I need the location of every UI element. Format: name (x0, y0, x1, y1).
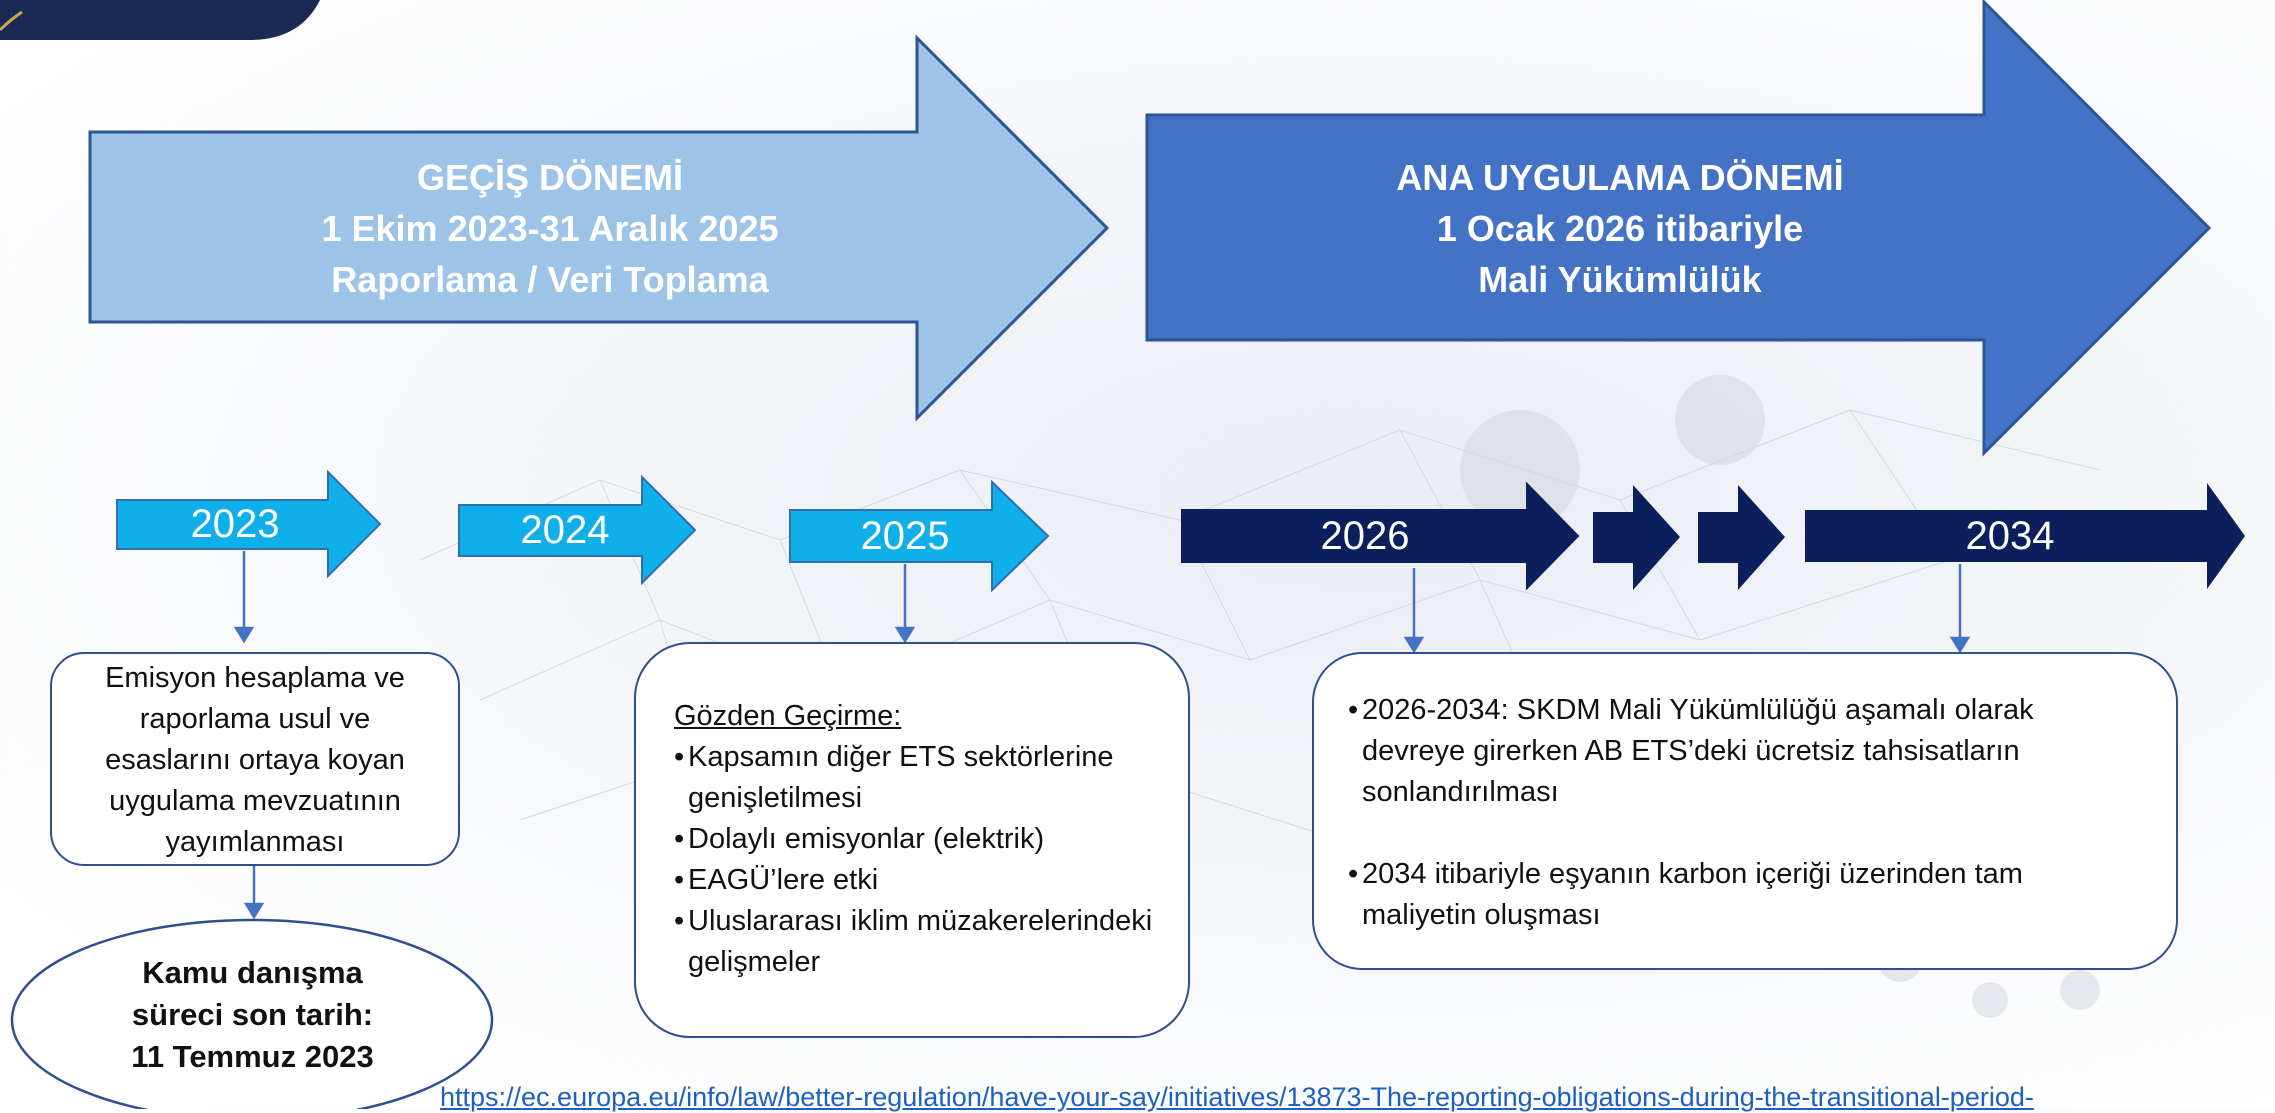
box-2023-legislation: Emisyon hesaplama ve raporlama usul ve e… (50, 652, 460, 866)
consultation-ellipse (10, 918, 494, 1109)
year-arrow-2026 (1181, 481, 1580, 591)
review-list: Kapsamın diğer ETS sektörlerine genişlet… (674, 737, 1158, 983)
transition-period-subtitle: Raporlama / Veri Toplama (331, 259, 769, 300)
consultation-text: Kamu danışma süreci son tarih: 11 Temmuz… (60, 952, 445, 1078)
year-arrow-2023 (116, 469, 382, 579)
transition-period-label: GEÇİŞ DÖNEMİ 1 Ekim 2023-31 Aralık 2025 … (150, 152, 950, 305)
intermediate-arrow-2 (1698, 485, 1785, 590)
box-2023-line: esaslarını ortaya koyan (105, 744, 405, 776)
year-label-2034: 2034 (1965, 514, 2055, 558)
list-item: Uluslararası iklim müzakerelerindeki gel… (674, 901, 1158, 983)
obligation-list: 2026-2034: SKDM Mali Yükümlülüğü aşamalı… (1348, 690, 2136, 936)
main-period-label: ANA UYGULAMA DÖNEMİ 1 Ocak 2026 itibariy… (1220, 152, 2020, 305)
year-arrow-2025 (789, 479, 1050, 593)
list-item: 2034 itibariyle eşyanın karbon içeriği ü… (1348, 854, 2136, 936)
box-2026-obligation: 2026-2034: SKDM Mali Yükümlülüğü aşamalı… (1312, 652, 2178, 970)
list-item: 2026-2034: SKDM Mali Yükümlülüğü aşamalı… (1348, 690, 2136, 813)
list-item: Kapsamın diğer ETS sektörlerine genişlet… (674, 737, 1158, 819)
box-2023-line: raporlama usul ve (139, 703, 371, 735)
review-heading: Gözden Geçirme: (674, 700, 902, 732)
year-label-2023: 2023 (190, 502, 280, 546)
year-label-2025: 2025 (860, 514, 950, 558)
consultation-line: süreci son tarih: (131, 997, 374, 1032)
list-item: EAGÜ’lere etki (674, 860, 1158, 901)
transition-period-arrow (88, 34, 1110, 422)
year-label-2026: 2026 (1320, 514, 1410, 558)
source-link[interactable]: https://ec.europa.eu/info/law/better-reg… (440, 1082, 2034, 1112)
list-item: Dolaylı emisyonlar (elektrik) (674, 819, 1158, 860)
year-label-2024: 2024 (520, 508, 610, 552)
box-2023-line: uygulama mevzuatının (109, 785, 401, 817)
main-period-arrow (1145, 0, 2212, 457)
consultation-line: Kamu danışma (142, 955, 363, 990)
box-2023-line: yayımlanması (165, 826, 345, 858)
box-2025-review: Gözden Geçirme: Kapsamın diğer ETS sektö… (634, 642, 1190, 1038)
intermediate-arrow-1 (1593, 485, 1680, 590)
consultation-line: 11 Temmuz 2023 (131, 1039, 374, 1074)
main-period-dates: 1 Ocak 2026 itibariyle (1436, 208, 1804, 249)
main-period-title: ANA UYGULAMA DÖNEMİ (1396, 157, 1844, 198)
transition-period-dates: 1 Ekim 2023-31 Aralık 2025 (321, 208, 779, 249)
main-period-subtitle: Mali Yükümlülük (1478, 259, 1762, 300)
year-arrow-2034 (1805, 483, 2245, 589)
year-arrow-2024 (458, 474, 697, 586)
box-2023-line: Emisyon hesaplama ve (105, 662, 405, 694)
transition-period-title: GEÇİŞ DÖNEMİ (416, 157, 684, 198)
logo-tab (0, 0, 320, 40)
